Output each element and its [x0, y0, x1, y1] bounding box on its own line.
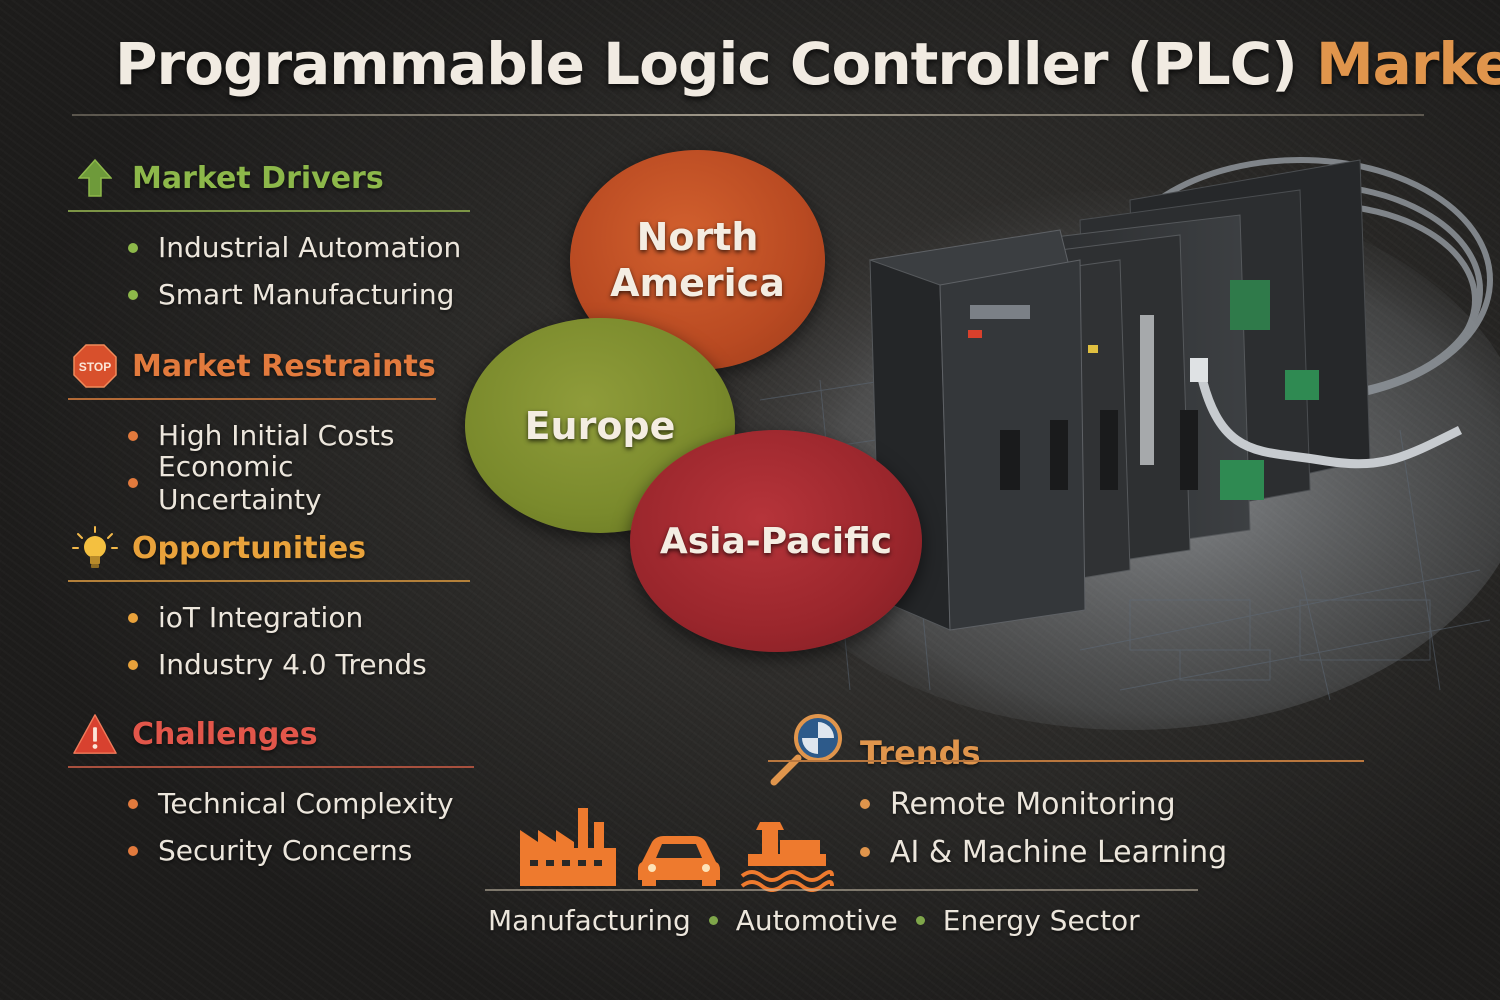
bullet: [128, 289, 138, 300]
title-accent: Market: [1315, 30, 1500, 98]
section-heading: Market Drivers: [132, 160, 384, 196]
bullet: [128, 430, 138, 441]
region-bubble-asia-pacific: Asia-Pacific: [630, 430, 922, 652]
list-item: Industrial Automation: [68, 224, 470, 271]
list-item: Smart Manufacturing: [68, 271, 470, 318]
energy-plant-icon: [740, 822, 834, 892]
bullet: [128, 845, 138, 856]
bullet: [860, 847, 870, 857]
industries-list: Manufacturing Automotive Energy Sector: [488, 904, 1140, 937]
section-divider: [68, 766, 474, 768]
section-heading: Opportunities: [132, 530, 367, 566]
bullet: [860, 799, 870, 809]
list-item: Industry 4.0 Trends: [68, 641, 470, 688]
section-opportunities: Opportunities ioT Integration Industry 4…: [68, 522, 470, 688]
list-item: High Initial Costs: [68, 412, 436, 459]
page-title: Programmable Logic Controller (PLC) Mark…: [115, 30, 1500, 98]
arrow-up-icon: [72, 155, 118, 201]
list-item: AI & Machine Learning: [860, 828, 1280, 876]
industries-divider: [485, 889, 1198, 891]
section-heading: Challenges: [132, 716, 318, 752]
separator-dot: [915, 916, 925, 925]
industry-label: Manufacturing: [488, 904, 691, 937]
bullet: [128, 659, 138, 670]
bullet: [128, 242, 138, 253]
separator-dot: [708, 916, 718, 925]
title-divider: [72, 114, 1424, 116]
list-item: Security Concerns: [68, 827, 474, 874]
section-market-restraints: STOP Market Restraints High Initial Cost…: [68, 340, 436, 516]
stop-sign-icon: STOP: [72, 343, 118, 389]
list-item: Remote Monitoring: [860, 780, 1280, 828]
industry-label: Energy Sector: [942, 904, 1140, 937]
industry-label: Automotive: [735, 904, 898, 937]
bullet: [128, 612, 138, 623]
bullet: [128, 477, 138, 488]
magnifier-icon: [768, 710, 848, 795]
section-divider: [68, 398, 436, 400]
section-heading: Market Restraints: [132, 348, 436, 384]
section-divider: [68, 210, 470, 212]
plc-hardware-image: [730, 157, 1500, 730]
section-trends: Trends Remote Monitoring AI & Machine Le…: [768, 710, 1364, 870]
trends-divider: [768, 760, 1364, 762]
section-challenges: Challenges Technical Complexity Security…: [68, 708, 474, 874]
list-item: ioT Integration: [68, 594, 470, 641]
lightbulb-icon: [72, 525, 118, 571]
svg-text:STOP: STOP: [79, 360, 111, 374]
section-market-drivers: Market Drivers Industrial Automation Sma…: [68, 152, 470, 318]
warning-triangle-icon: [72, 711, 118, 757]
section-divider: [68, 580, 470, 582]
trends-heading: Trends: [860, 733, 981, 772]
car-icon: [638, 836, 720, 886]
industry-icons: [520, 808, 834, 892]
factory-icon: [520, 808, 616, 886]
bullet: [128, 798, 138, 809]
list-item: Economic Uncertainty: [68, 450, 436, 516]
list-item: Technical Complexity: [68, 780, 474, 827]
